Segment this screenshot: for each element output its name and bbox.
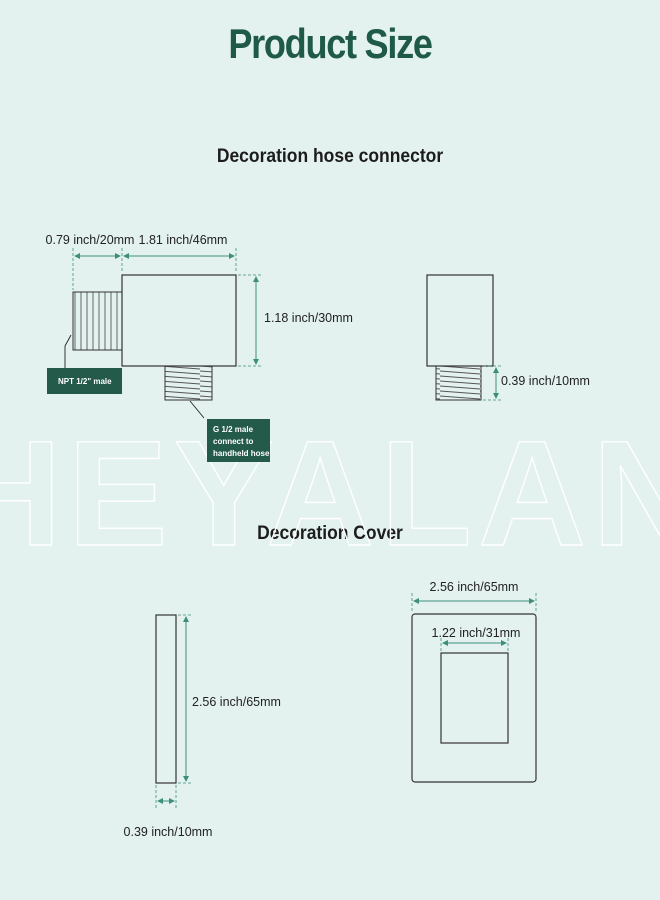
npt-thread [72,291,123,351]
cover-inner-opening [440,652,509,744]
dim-cover-thickness: 0.39 inch/10mm [124,785,213,839]
cover-side-view [155,614,177,784]
dim-label-body-height: 1.18 inch/30mm [264,311,353,325]
front-outlet-thread [435,365,482,401]
npt-label-text: NPT 1/2" male [58,377,112,386]
g-label-line3: handheld hose [213,449,270,458]
hose-connector-side-view [72,274,237,401]
dim-outlet-height: 0.39 inch/10mm [483,365,590,401]
watermark-text: HEYALAN [0,409,660,577]
dim-cover-height: 2.56 inch/65mm [178,614,281,784]
dim-label-outlet-height: 0.39 inch/10mm [501,374,590,388]
g-label-line1: G 1/2 male [213,425,254,434]
dim-label-cover-height: 2.56 inch/65mm [192,695,281,709]
g-half-label: G 1/2 male connect to handheld hose [189,400,270,462]
dim-body-length: 1.81 inch/46mm [123,233,237,273]
front-body [426,274,494,367]
hose-connector-title: Decoration hose connector [216,146,444,167]
dim-body-height: 1.18 inch/30mm [238,274,353,367]
cover-front-view [411,613,537,783]
npt-label: NPT 1/2" male [47,334,122,394]
dim-label-cover-outer-width: 2.56 inch/65mm [430,580,519,594]
outlet-thread [164,365,213,401]
hose-connector-front-view [426,274,494,401]
dim-label-cover-inner-width: 1.22 inch/31mm [432,626,521,640]
dim-label-body-length: 1.81 inch/46mm [139,233,228,247]
dim-thread-length: 0.79 inch/20mm [46,233,135,290]
dim-label-thread-length: 0.79 inch/20mm [46,233,135,247]
decoration-cover-title: Decoration Cover [257,523,403,544]
dim-label-cover-thickness: 0.39 inch/10mm [124,825,213,839]
cover-side-body [155,614,177,784]
page-title: Product Size [228,20,433,67]
dim-cover-outer-width: 2.56 inch/65mm [411,580,537,612]
g-label-line2: connect to [213,437,254,446]
connector-body [121,274,237,367]
dim-cover-inner-width: 1.22 inch/31mm [432,626,521,651]
